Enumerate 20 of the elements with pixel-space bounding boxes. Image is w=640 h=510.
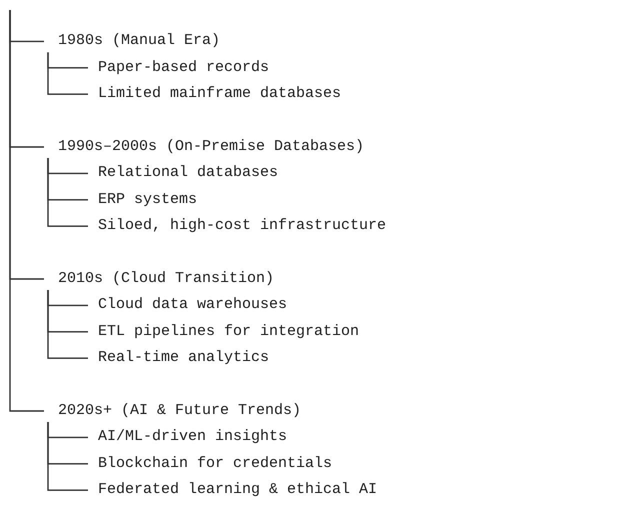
tree-item: ERP systems [88, 188, 198, 211]
era-heading: 2010s (Cloud Transition) [44, 268, 274, 290]
tree-item: AI/ML-driven insights [88, 426, 288, 448]
tree-connector [9, 10, 44, 412]
tree-item: Cloud data warehouses [88, 294, 288, 316]
era-heading: 2020s+ (AI & Future Trends) [44, 400, 302, 422]
tree-item: Federated learning & ethical AI [88, 479, 378, 502]
tree-item: Paper-based records [88, 56, 270, 79]
tree-connector [47, 290, 88, 359]
tree-item: Blockchain for credentials [88, 452, 332, 475]
tree-connector [47, 52, 88, 95]
era-heading: 1980s (Manual Era) [44, 30, 220, 52]
tree-item: Real-time analytics [88, 347, 270, 370]
tree-item: ETL pipelines for integration [88, 320, 360, 343]
tree-item: Siloed, high-cost infrastructure [88, 215, 386, 238]
tree-item: Limited mainframe databases [88, 83, 342, 106]
tree-connector [47, 422, 88, 491]
tree-connector [47, 158, 88, 227]
era-heading: 1990s–2000s (On-Premise Databases) [44, 136, 364, 158]
tree-item: Relational databases [88, 162, 278, 184]
